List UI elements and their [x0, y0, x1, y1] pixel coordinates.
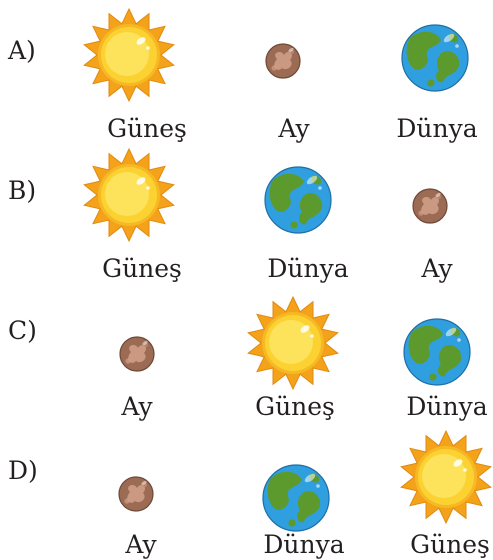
moon-icon	[412, 188, 448, 224]
object-name-dunya: Dünya	[396, 114, 478, 143]
earth-icon	[262, 464, 330, 532]
moon-icon	[119, 336, 155, 372]
moon-icon	[118, 476, 154, 512]
moon-icon	[265, 43, 301, 79]
earth-icon	[401, 24, 469, 92]
object-name-gunes: Güneş	[255, 392, 335, 421]
sun-icon	[83, 7, 175, 103]
option-label-b: B)	[8, 176, 37, 205]
object-name-dunya: Dünya	[263, 530, 345, 559]
object-name-ay: Ay	[121, 392, 153, 421]
object-name-ay: Ay	[125, 530, 157, 559]
sun-icon	[83, 147, 175, 243]
object-name-ay: Ay	[278, 114, 310, 143]
option-label-a: A)	[8, 36, 36, 65]
earth-icon	[403, 318, 471, 386]
earth-icon	[264, 166, 332, 234]
object-name-gunes: Güneş	[410, 530, 490, 559]
option-label-c: C)	[8, 316, 37, 345]
object-name-dunya: Dünya	[406, 392, 488, 421]
sun-icon	[400, 429, 492, 525]
object-name-ay: Ay	[421, 254, 453, 283]
object-name-gunes: Güneş	[107, 114, 187, 143]
sun-icon	[247, 295, 339, 391]
option-label-d: D)	[8, 456, 38, 485]
object-name-dunya: Dünya	[267, 254, 349, 283]
object-name-gunes: Güneş	[102, 254, 182, 283]
